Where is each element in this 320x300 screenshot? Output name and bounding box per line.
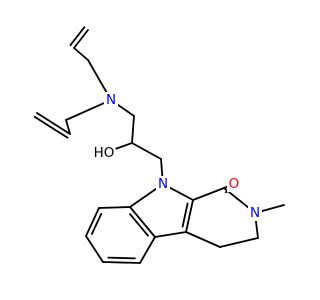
carbonyl-oxygen-atom: O [227, 176, 242, 192]
carbinol-to-hydroxyl-bond [115, 142, 133, 150]
c4a-c9a-double-bond [185, 199, 194, 233]
c5-c6-aromatic-bond [102, 261, 141, 264]
amine-nitrogen-label: N [106, 92, 116, 108]
c9a-carbonyl-carbon-bond [192, 187, 225, 201]
c4-c4a-bond [185, 231, 221, 248]
chain-to-indole-nitrogen-bond [160, 158, 164, 178]
c4b-c8a-aromatic-bond [129, 206, 156, 238]
carbinol-to-chain-bond [131, 142, 162, 160]
c4a-c4b-bond [154, 231, 187, 238]
molecule-canvas: N HO N N O [33, 26, 285, 264]
indole-nitrogen-label: N [158, 176, 168, 192]
c8-c8a-aromatic-bond [98, 206, 131, 209]
allyl-lower-bond [65, 119, 71, 135]
allyl-upper-terminal-double-bond-second-line [69, 26, 86, 47]
allyl-upper-bond [73, 47, 89, 61]
indole-n-c9a-bond [168, 186, 194, 201]
n-methyl-bond [260, 204, 285, 213]
allyl-upper-terminal-double-bond [73, 29, 89, 49]
lactam-nitrogen-label: N [250, 205, 260, 221]
lactam-nitrogen-atom: N [248, 205, 262, 221]
allyl-lower-terminal-double-bond [36, 112, 71, 135]
indole-nitrogen-atom: N [156, 176, 170, 192]
allyl-lower-terminal-double-bond-second-line [33, 115, 69, 139]
allyl-upper-to-amine-bond [87, 59, 109, 95]
molecule-structure-drawing: N HO N N O [33, 26, 285, 264]
lactam-nitrogen-c3-bond [254, 219, 259, 239]
atom-label-layer: N HO N N O [93, 92, 262, 221]
c5-c6-aromatic-bond-inner-line [107, 256, 136, 260]
amine-to-chain-bond [115, 103, 135, 117]
carbonyl-oxygen-label: O [229, 176, 240, 192]
allyl-lower-to-amine-bond [65, 101, 106, 121]
c3-c4-bond [219, 237, 259, 248]
hydroxyl-label: HO [94, 145, 115, 161]
c7-c8-aromatic-bond [85, 207, 100, 237]
chain-bond [131, 115, 135, 144]
indole-n-c8a-bond [129, 187, 159, 208]
amine-nitrogen-atom: N [104, 92, 118, 108]
c4b-c8a-aromatic-bond-inner-line [129, 213, 149, 237]
c4b-c5-aromatic-bond [139, 236, 156, 264]
c4a-c9a-double-bond-inner-line [181, 202, 189, 228]
c7-c8-aromatic-bond-inner-line [91, 212, 103, 235]
hydroxyl-group: HO [93, 145, 115, 161]
bond-layer [33, 26, 285, 264]
c6-c7-aromatic-bond [85, 235, 104, 263]
